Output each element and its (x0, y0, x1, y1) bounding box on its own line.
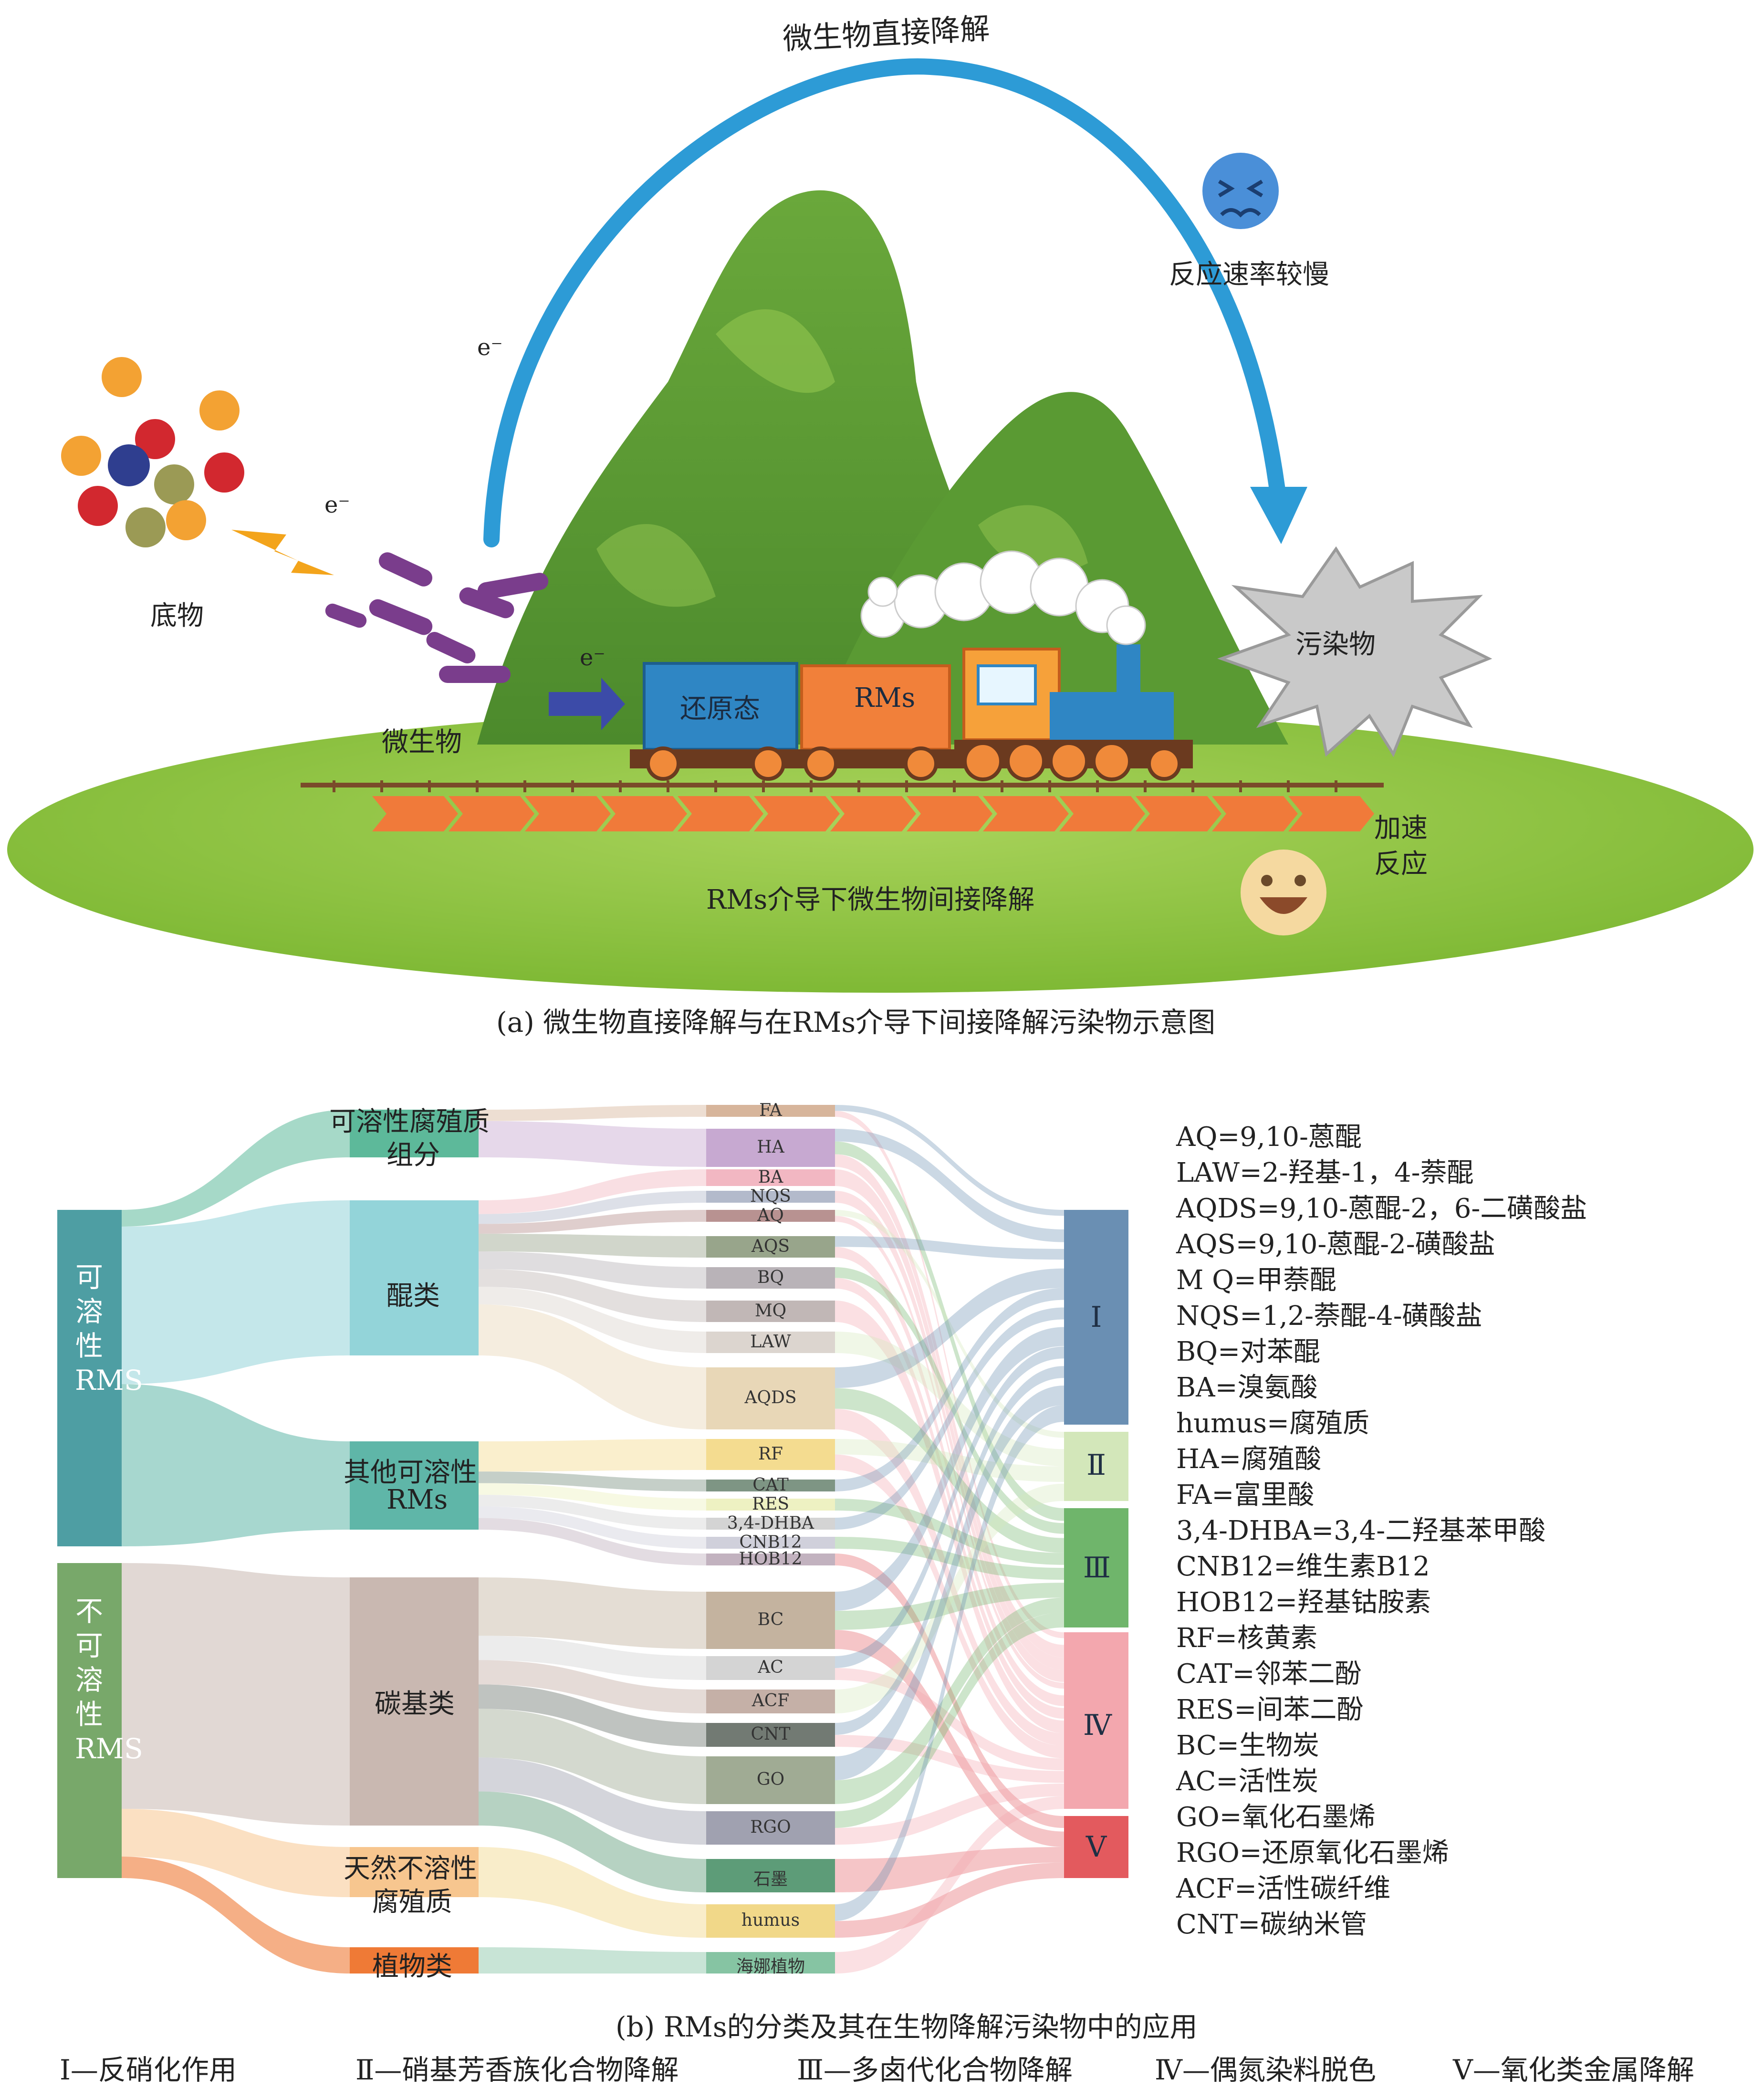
flow-ribbon (479, 1947, 706, 1974)
material-label: RES (706, 1494, 835, 1514)
category-label-humus-insol-2: 腐殖质 (372, 1880, 452, 1919)
category-label-humus-insol-1: 天然不溶性 (344, 1847, 477, 1886)
legend-item-2: Ⅱ—硝基芳香族化合物降解 (355, 2047, 678, 2088)
abbreviation-item: NQS=1,2-萘醌-4-磺酸盐 (1176, 1298, 1482, 1334)
abbreviation-item: AQDS=9,10-蒽醌-2，6-二磺酸盐 (1176, 1191, 1587, 1227)
class-label-4: Ⅳ (1083, 1709, 1109, 1742)
flow-ribbon (835, 1236, 1064, 1260)
material-label: BQ (706, 1268, 835, 1287)
abbreviation-item: humus=腐殖质 (1176, 1406, 1369, 1441)
abbreviation-item: AC=活性炭 (1176, 1764, 1318, 1799)
flow-ribbon (122, 1200, 350, 1384)
flow-ribbon (122, 1384, 350, 1546)
abbreviation-item: BA=溴氨酸 (1176, 1370, 1318, 1406)
material-label: LAW (706, 1332, 835, 1352)
abbreviation-item: GO=氧化石墨烯 (1176, 1799, 1376, 1835)
abbreviation-item: ACF=活性碳纤维 (1176, 1871, 1390, 1907)
abbreviation-item: RGO=还原氧化石墨烯 (1176, 1835, 1449, 1871)
abbreviation-item: BQ=对苯醌 (1176, 1334, 1320, 1370)
legend-item-5: Ⅴ—氧化类金属降解 (1453, 2047, 1694, 2088)
class-label-1: Ⅰ (1083, 1301, 1109, 1334)
group-label-insoluble: 不可溶性RMS (75, 1594, 104, 1766)
flow-ribbon (479, 1121, 706, 1167)
flow-ribbon (479, 1105, 706, 1121)
category-label-humic-sol-1: 可溶性腐殖质 (329, 1100, 490, 1139)
abbreviation-item: AQ=9,10-蒽醌 (1176, 1119, 1362, 1155)
category-label-other-sol-2: RMs (386, 1484, 448, 1515)
material-label: HOB12 (706, 1549, 835, 1569)
flow-ribbon (122, 1563, 350, 1826)
material-label: GO (706, 1770, 835, 1789)
material-label: NQS (706, 1186, 835, 1206)
legend-item-1: Ⅰ—反硝化作用 (60, 2047, 237, 2088)
flow-ribbon (479, 1439, 706, 1471)
material-label: BA (706, 1167, 835, 1187)
abbreviation-item: BC=生物炭 (1176, 1728, 1319, 1764)
class-label-3: Ⅲ (1083, 1551, 1109, 1585)
class-label-2: Ⅱ (1083, 1449, 1109, 1482)
abbreviation-item: HA=腐殖酸 (1176, 1441, 1321, 1477)
flow-ribbon (835, 1129, 1064, 1242)
material-label: 海娜植物 (706, 1953, 835, 1977)
material-label: CAT (706, 1475, 835, 1495)
material-label: RF (706, 1444, 835, 1464)
abbreviation-item: AQS=9,10-蒽醌-2-磺酸盐 (1176, 1227, 1495, 1262)
material-label: AQS (706, 1237, 835, 1256)
abbreviation-item: CNT=碳纳米管 (1176, 1907, 1367, 1942)
abbreviation-item: LAW=2-羟基-1，4-萘醌 (1176, 1155, 1474, 1191)
material-label: ACF (706, 1691, 835, 1711)
category-label-quinone: 醌类 (386, 1274, 440, 1313)
material-label: humus (706, 1911, 835, 1930)
material-label: AQDS (706, 1388, 835, 1407)
caption-b: (b) RMs的分类及其在生物降解污染物中的应用 (616, 2005, 1198, 2045)
legend-item-3: Ⅲ—多卤代化合物降解 (797, 2047, 1073, 2088)
category-label-carbon: 碳基类 (375, 1682, 455, 1721)
material-label: BC (706, 1610, 835, 1629)
group-label-soluble: 可溶性RMS (75, 1260, 104, 1397)
material-label: CNT (706, 1724, 835, 1744)
class-label-5: Ⅴ (1083, 1830, 1109, 1864)
abbreviation-item: M Q=甲萘醌 (1176, 1262, 1336, 1298)
material-label: AQ (706, 1206, 835, 1225)
legend-item-4: Ⅳ—偶氮染料脱色 (1155, 2047, 1376, 2088)
abbreviation-item: RF=核黄素 (1176, 1620, 1317, 1656)
material-label: 3,4-DHBA (706, 1513, 835, 1533)
category-label-plant: 植物类 (372, 1945, 452, 1984)
material-label: 石墨 (706, 1865, 835, 1890)
material-label: RGO (706, 1817, 835, 1837)
category-label-other-sol-1: 其他可溶性 (344, 1451, 477, 1490)
material-label: FA (706, 1101, 835, 1120)
material-label: AC (706, 1658, 835, 1677)
abbreviation-item: HOB12=羟基钴胺素 (1176, 1585, 1431, 1620)
category-label-humic-sol-2: 组分 (386, 1134, 440, 1172)
material-label: HA (706, 1137, 835, 1157)
abbreviation-item: CAT=邻苯二酚 (1176, 1656, 1362, 1692)
abbreviation-item: RES=间苯二酚 (1176, 1692, 1363, 1728)
abbreviation-item: CNB12=维生素B12 (1176, 1549, 1430, 1585)
abbreviation-item: 3,4-DHBA=3,4-二羟基苯甲酸 (1176, 1513, 1545, 1549)
material-label: MQ (706, 1301, 835, 1321)
abbreviation-item: FA=富里酸 (1176, 1477, 1314, 1513)
